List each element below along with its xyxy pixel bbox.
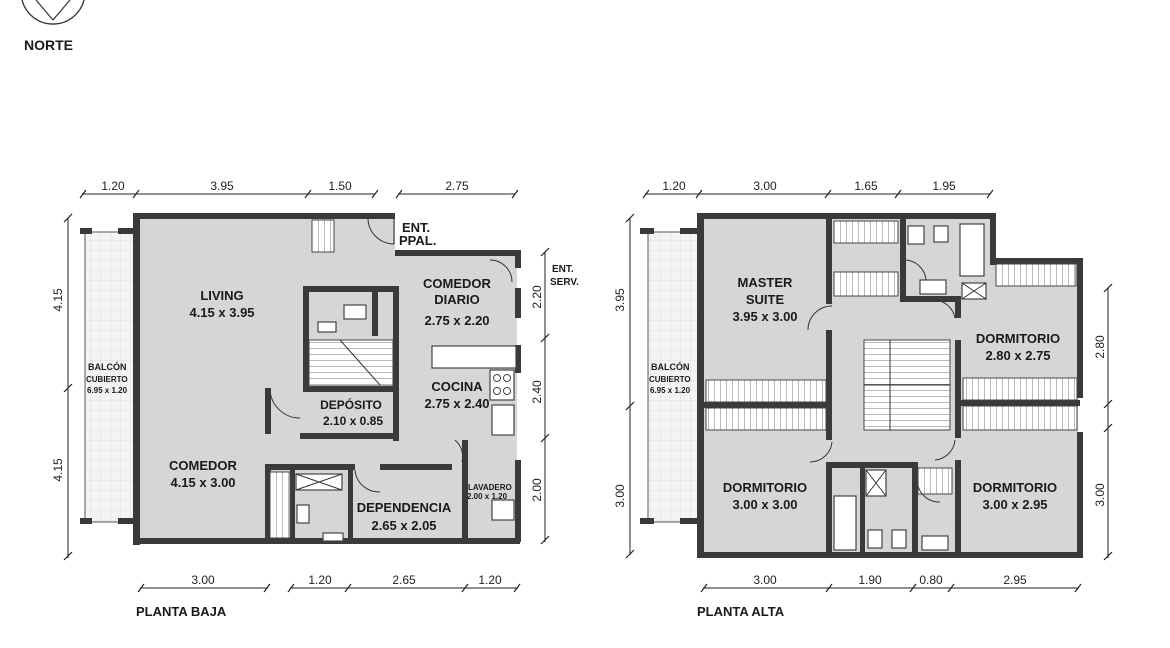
ground-cocina-dims: 2.75 x 2.40 — [424, 396, 489, 411]
ground-top-dim-1: 1.20 — [101, 179, 125, 193]
ground-left-dim-1: 4.15 — [51, 288, 65, 312]
upper-right-dim-1: 2.80 — [1093, 335, 1107, 359]
upper-top-dim-1: 1.20 — [662, 179, 686, 193]
upper-right-dim-2: 3.00 — [1093, 483, 1107, 507]
ground-balcon-line1: BALCÓN — [88, 361, 127, 372]
ground-laundry-sink — [491, 499, 515, 521]
ground-lavadero-name: LAVADERO — [468, 483, 512, 492]
upper-closet-5 — [962, 377, 1078, 401]
ground-comedor-name: COMEDOR — [169, 458, 238, 473]
upper-bathtub-2 — [833, 495, 857, 551]
upper-left-dim-1: 3.95 — [613, 288, 627, 312]
upper-closet-1 — [833, 220, 899, 244]
ground-ent-serv-line1: ENT. — [552, 264, 574, 275]
upper-balcon-line3: 6.95 x 1.20 — [650, 386, 691, 395]
upper-balcony — [647, 231, 699, 523]
ground-deposito-dims: 2.10 x 0.85 — [323, 414, 383, 428]
ground-toilet-1 — [317, 321, 337, 333]
upper-closet-4 — [705, 407, 827, 431]
ground-right-dim-2: 2.40 — [530, 380, 544, 404]
upper-master-name1: MASTER — [738, 275, 794, 290]
upper-balcon-line1: BALCÓN — [651, 361, 690, 372]
upper-dorm-sw-dims: 3.00 x 3.00 — [732, 497, 797, 512]
upper-bottom-dim-2: 1.90 — [858, 573, 882, 587]
ground-toilet-2 — [296, 504, 310, 524]
upper-toilet-1 — [933, 225, 949, 243]
ground-bottom-dim-3: 2.65 — [392, 573, 416, 587]
upper-dorm-se-dims: 3.00 x 2.95 — [982, 497, 1047, 512]
ground-comedor-dims: 4.15 x 3.00 — [170, 475, 235, 490]
ground-stove — [489, 369, 515, 401]
upper-closet-2 — [833, 271, 899, 297]
ground-dependencia-dims: 2.65 x 2.05 — [371, 518, 436, 533]
upper-top-dim-3: 1.65 — [854, 179, 878, 193]
upper-master-name2: SUITE — [746, 292, 785, 307]
upper-dorm-ne-dims: 2.80 x 2.75 — [985, 348, 1050, 363]
ground-balcon-line2: CUBIERTO — [86, 375, 128, 384]
upper-dorm-se-name: DORMITORIO — [973, 480, 1057, 495]
upper-closet-8 — [917, 467, 953, 495]
ground-stair-service — [269, 471, 291, 539]
upper-dimension-lines: 1.20 3.00 1.65 1.95 3.00 1.90 0.80 2.95 … — [613, 179, 1113, 593]
upper-title: PLANTA ALTA — [697, 604, 785, 619]
ground-top-dim-4: 2.75 — [445, 179, 469, 193]
ground-cocina-name: COCINA — [431, 379, 483, 394]
upper-dorm-ne-name: DORMITORIO — [976, 331, 1060, 346]
ground-comedor-diario-name1: COMEDOR — [423, 276, 492, 291]
ground-stair-entry — [311, 219, 335, 253]
north-compass: NORTE — [21, 0, 85, 53]
upper-toilet-3 — [891, 529, 907, 549]
upper-bottom-dim-4: 2.95 — [1003, 573, 1027, 587]
ground-sink-1 — [343, 304, 367, 320]
ground-ent-serv-line2: SERV. — [550, 277, 579, 288]
upper-bottom-dim-1: 3.00 — [753, 573, 777, 587]
ground-title: PLANTA BAJA — [136, 604, 227, 619]
north-label: NORTE — [24, 37, 73, 53]
ground-top-dim-3: 1.50 — [328, 179, 352, 193]
upper-top-dim-4: 1.95 — [932, 179, 956, 193]
ground-comedor-diario-name2: DIARIO — [434, 292, 480, 307]
upper-walls — [640, 213, 1083, 558]
ground-balcony — [84, 231, 136, 523]
upper-toilet-2 — [867, 529, 883, 549]
upper-balcon-line2: CUBIERTO — [649, 375, 691, 384]
upper-sink-2 — [919, 279, 947, 295]
ground-ent-ppal-line2: PPAL. — [399, 233, 436, 248]
upper-closet-7 — [995, 263, 1077, 287]
ground-floor-plan: ENT. PPAL. ENT. SERV. BALCÓN CUBIERTO 6.… — [80, 213, 579, 619]
upper-closet-6 — [962, 405, 1078, 431]
upper-sink-3 — [921, 535, 949, 551]
ground-stair-main — [308, 339, 394, 387]
ground-bottom-dim-4: 1.20 — [478, 573, 502, 587]
ground-bottom-dim-1: 3.00 — [191, 573, 215, 587]
upper-sink-1 — [907, 225, 925, 245]
upper-top-dim-2: 3.00 — [753, 179, 777, 193]
ground-kitchen-sink — [491, 404, 515, 436]
upper-bathtub-1 — [959, 223, 985, 277]
ground-walls — [80, 213, 521, 545]
upper-dorm-sw-name: DORMITORIO — [723, 480, 807, 495]
ground-right-dim-3: 2.00 — [530, 478, 544, 502]
upper-left-dim-2: 3.00 — [613, 484, 627, 508]
upper-floor-plan: BALCÓN CUBIERTO 6.95 x 1.20 MASTER SUITE… — [640, 213, 1083, 619]
ground-dimension-lines: 1.20 3.95 1.50 2.75 3.00 1.20 2.65 1.20 … — [51, 179, 550, 593]
upper-bottom-dim-3: 0.80 — [919, 573, 943, 587]
ground-living-name: LIVING — [200, 288, 243, 303]
ground-deposito-name: DEPÓSITO — [320, 397, 382, 412]
ground-balcon-line3: 6.95 x 1.20 — [87, 386, 128, 395]
ground-right-dim-1: 2.20 — [530, 285, 544, 309]
ground-bottom-dim-2: 1.20 — [308, 573, 332, 587]
ground-top-dim-2: 3.95 — [210, 179, 234, 193]
ground-living-dims: 4.15 x 3.95 — [189, 305, 254, 320]
ground-left-dim-2: 4.15 — [51, 458, 65, 482]
upper-master-dims: 3.95 x 3.00 — [732, 309, 797, 324]
ground-lavadero-dims: 2.00 x 1.20 — [467, 492, 508, 501]
ground-sink-2 — [322, 532, 344, 542]
ground-comedor-diario-dims: 2.75 x 2.20 — [424, 313, 489, 328]
ground-dependencia-name: DEPENDENCIA — [357, 500, 452, 515]
ground-counter — [431, 345, 517, 369]
ground-ent-ppal-line1: ENT. — [402, 220, 430, 235]
upper-closet-3 — [705, 379, 827, 403]
